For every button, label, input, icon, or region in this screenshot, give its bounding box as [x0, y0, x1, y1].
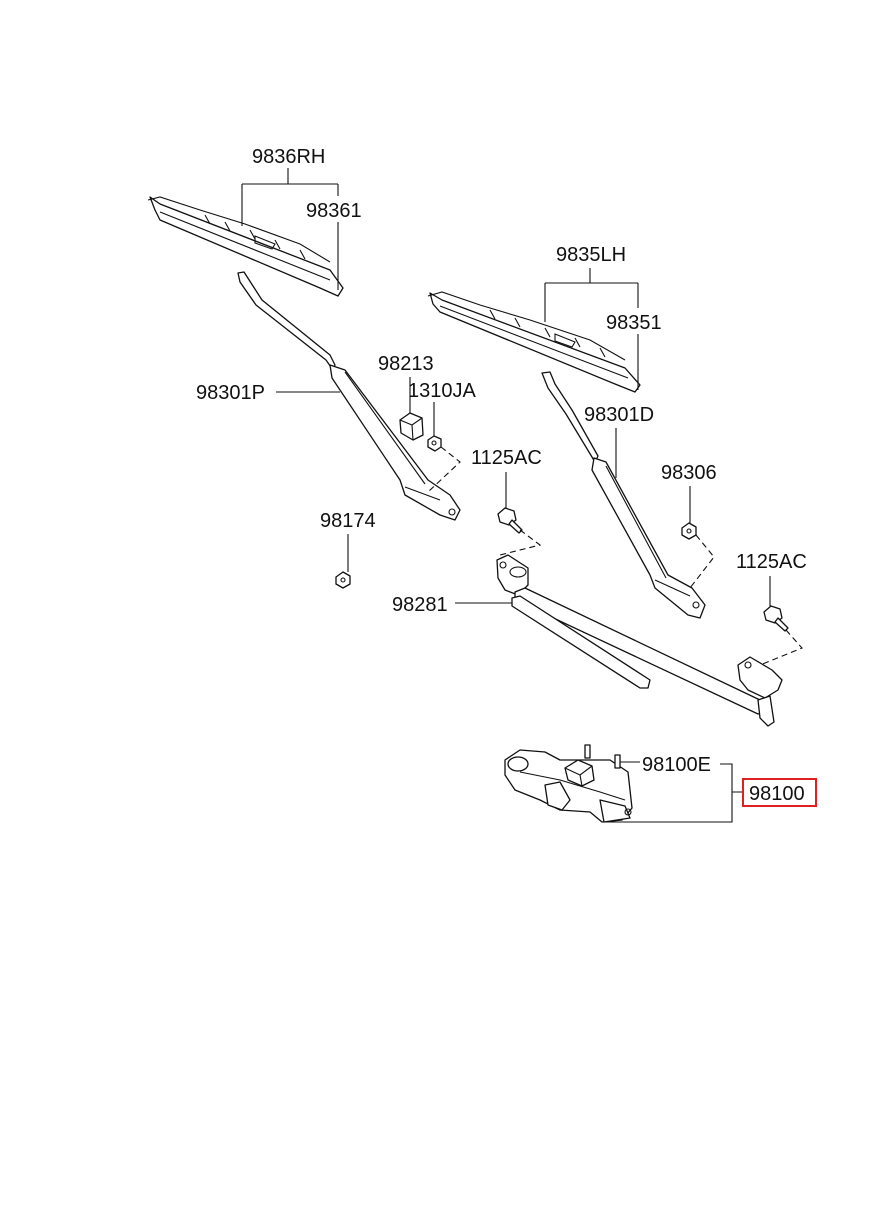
label-98351: 98351 — [606, 312, 662, 334]
bolt-1125ac-right[interactable] — [763, 605, 789, 632]
bolt-1125ac-left[interactable] — [497, 507, 523, 534]
label-98174: 98174 — [320, 510, 376, 532]
label-98213: 98213 — [378, 353, 434, 375]
wiper-arm-driver[interactable] — [541, 371, 706, 619]
label-9835lh: 9835LH — [556, 244, 626, 266]
label-98100[interactable]: 98100 — [749, 783, 805, 805]
nut-98174[interactable] — [335, 571, 351, 589]
highlight-box-98100 — [742, 778, 817, 807]
label-98361: 98361 — [306, 200, 362, 222]
label-98281: 98281 — [392, 594, 448, 616]
label-1310ja: 1310JA — [408, 380, 476, 402]
label-1125ac-left: 1125AC — [471, 447, 542, 469]
wiper-blade-lh[interactable] — [427, 291, 641, 393]
cap-98213[interactable] — [399, 412, 424, 441]
label-9836rh: 9836RH — [252, 146, 325, 168]
nut-1310ja[interactable] — [427, 435, 442, 452]
label-98301p: 98301P — [196, 382, 265, 404]
label-98301d: 98301D — [584, 404, 654, 426]
label-98100e: 98100E — [642, 754, 711, 776]
wiper-blade-rh[interactable] — [147, 196, 344, 297]
label-98306: 98306 — [661, 462, 717, 484]
nut-98306[interactable] — [681, 522, 697, 540]
wiper-motor-98100[interactable] — [504, 744, 633, 823]
wiper-linkage-98281[interactable] — [496, 554, 783, 727]
wiper-arm-passenger[interactable] — [237, 271, 461, 521]
label-1125ac-right: 1125AC — [736, 551, 807, 573]
